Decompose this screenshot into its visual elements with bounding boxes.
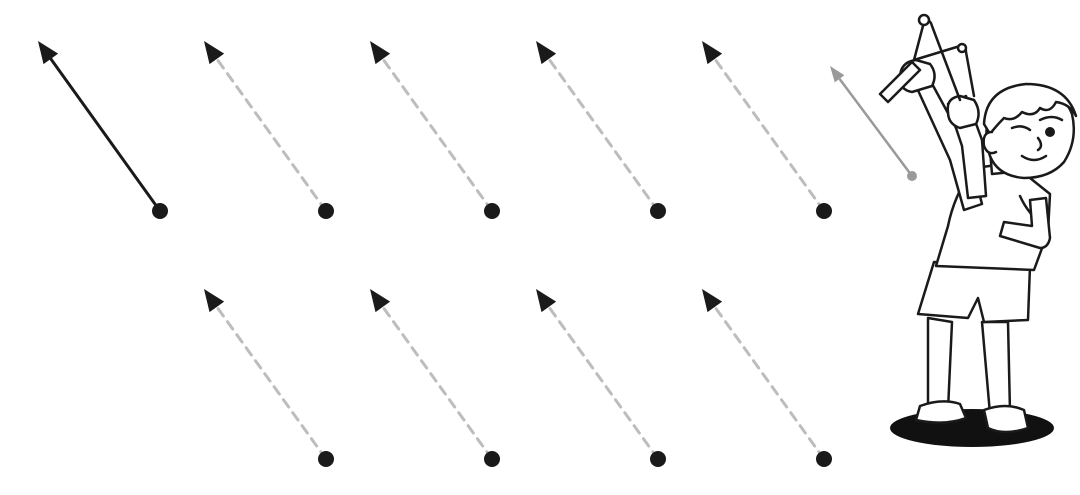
dashed-line xyxy=(715,59,824,211)
arrowhead-icon xyxy=(204,41,224,64)
dot-icon xyxy=(816,451,832,467)
dot-icon xyxy=(484,203,500,219)
trace-arrow xyxy=(204,289,334,467)
arrows-layer xyxy=(38,41,917,467)
example-arrow xyxy=(38,41,168,219)
arrowhead-icon xyxy=(536,41,556,64)
trace-arrow xyxy=(536,289,666,467)
ground-shadow xyxy=(890,409,1054,447)
trace-arrow xyxy=(702,41,832,219)
dashed-line xyxy=(383,59,492,211)
slingshot-tip xyxy=(919,15,929,25)
grey-line xyxy=(840,79,912,176)
dashed-line xyxy=(715,307,824,459)
dot-icon xyxy=(318,451,334,467)
fist-lower xyxy=(948,96,979,128)
left-shoe xyxy=(916,401,966,422)
right-leg xyxy=(982,322,1010,414)
trace-arrow xyxy=(536,41,666,219)
slingshot-tip-2 xyxy=(958,44,966,52)
dashed-line xyxy=(383,307,492,459)
arrowhead-icon xyxy=(370,289,390,312)
right-shoe xyxy=(984,406,1028,432)
arrowhead-icon xyxy=(830,66,844,82)
boy-with-slingshot-illustration xyxy=(880,15,1076,447)
shorts xyxy=(918,262,1030,322)
left-leg xyxy=(928,318,952,410)
trace-arrow xyxy=(702,289,832,467)
arrowhead-icon xyxy=(702,41,722,64)
dot-icon xyxy=(318,203,334,219)
arrowhead-icon xyxy=(204,289,224,312)
arrowhead-icon xyxy=(536,289,556,312)
arrowhead-icon xyxy=(702,289,722,312)
dashed-line xyxy=(549,59,658,211)
dot-icon xyxy=(650,203,666,219)
dashed-line xyxy=(549,307,658,459)
dot-icon xyxy=(907,171,917,181)
arrowhead-icon xyxy=(38,41,58,64)
dot-icon xyxy=(152,203,168,219)
open-eye xyxy=(1045,127,1055,137)
dot-icon xyxy=(484,451,500,467)
trace-arrow xyxy=(204,41,334,219)
arrowhead-icon xyxy=(370,41,390,64)
dot-icon xyxy=(650,451,666,467)
solid-line xyxy=(51,59,160,211)
dashed-line xyxy=(217,59,326,211)
dashed-line xyxy=(217,307,326,459)
dot-icon xyxy=(816,203,832,219)
trace-arrow xyxy=(370,41,500,219)
trace-arrow xyxy=(370,289,500,467)
